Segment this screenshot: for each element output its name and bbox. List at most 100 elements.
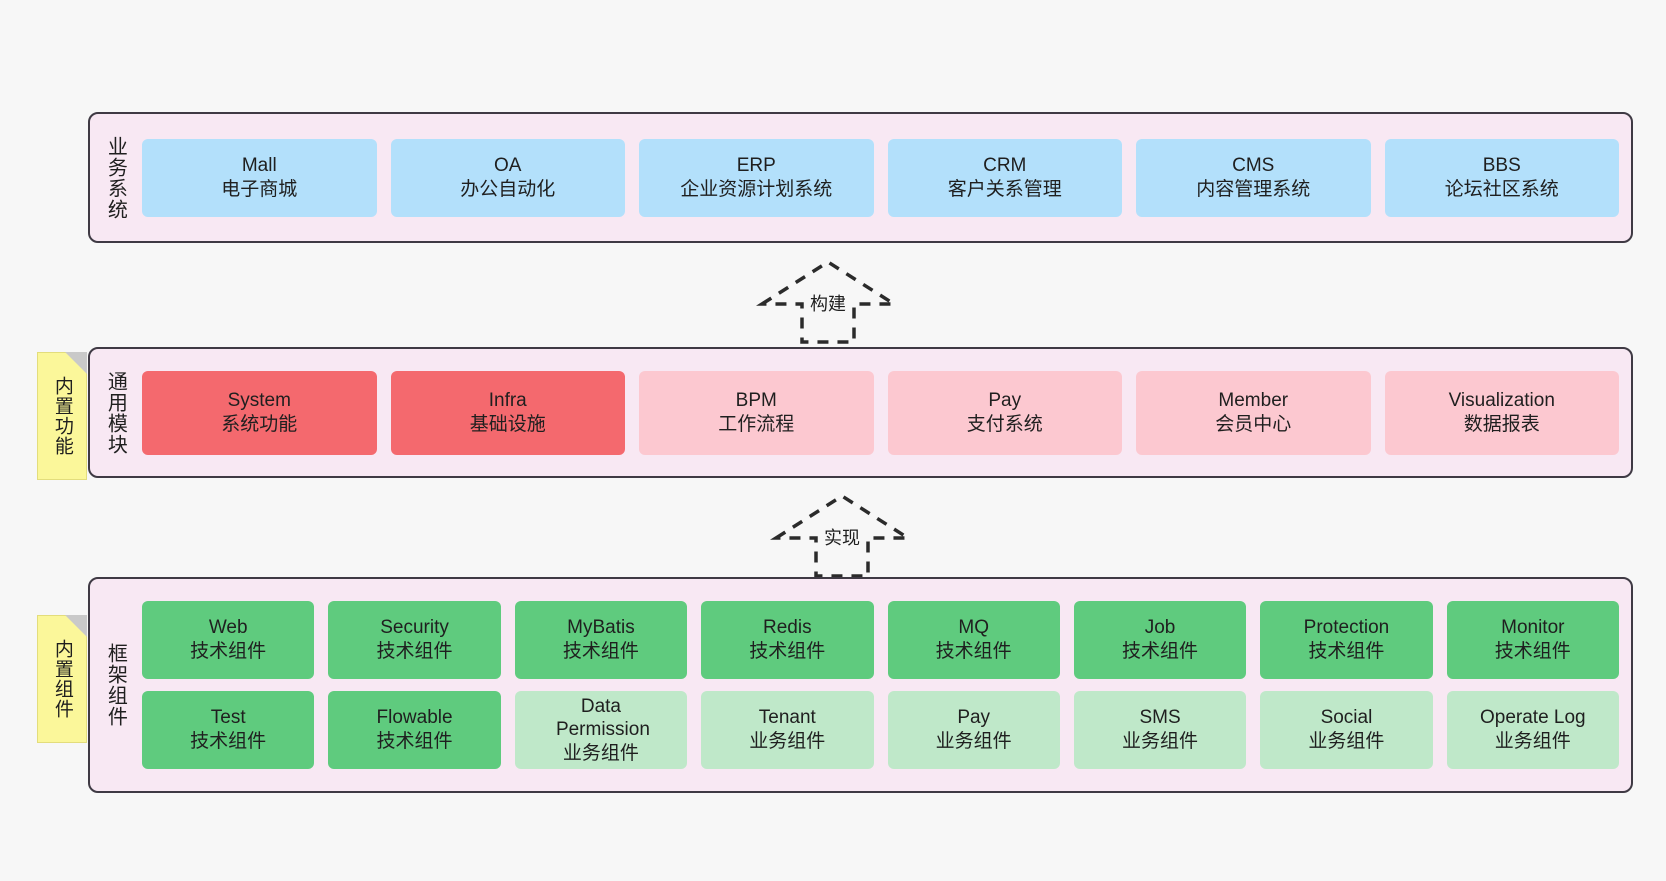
node-cms-en: CMS xyxy=(1232,154,1275,176)
layer-framework-components: 框架组件 Web 技术组件 Security 技术组件 MyBatis 技术组件… xyxy=(88,577,1633,793)
node-web-cn: 技术组件 xyxy=(190,641,267,662)
node-data-permission-en: Data Permission xyxy=(555,695,650,741)
node-redis-cn: 技术组件 xyxy=(749,641,826,662)
layer-title-common: 通用模块 xyxy=(104,370,127,455)
node-mybatis-en: MyBatis xyxy=(567,617,635,639)
node-flowable-cn: 技术组件 xyxy=(376,731,453,752)
node-system-cn: 系统功能 xyxy=(221,413,298,435)
node-bbs-cn: 论坛社区系统 xyxy=(1444,178,1559,200)
sticky-note-builtin-features: 内置功能 xyxy=(37,352,87,480)
node-redis[interactable]: Redis 技术组件 xyxy=(701,601,874,679)
node-security[interactable]: Security 技术组件 xyxy=(328,601,501,679)
layer-common-modules: 通用模块 System 系统功能 Infra 基础设施 BPM 工作流程 Pay… xyxy=(88,347,1633,478)
node-operate-log[interactable]: Operate Log 业务组件 xyxy=(1446,691,1619,769)
node-infra-cn: 基础设施 xyxy=(469,413,546,435)
sticky-note-builtin-components-label: 内置组件 xyxy=(51,639,73,719)
node-monitor[interactable]: Monitor 技术组件 xyxy=(1446,601,1619,679)
node-system-en: System xyxy=(227,389,291,411)
node-erp-cn: 企业资源计划系统 xyxy=(680,178,833,200)
node-visualization-en: Visualization xyxy=(1448,389,1555,411)
node-monitor-en: Monitor xyxy=(1501,617,1565,639)
sticky-note-builtin-features-label: 内置功能 xyxy=(51,376,73,456)
framework-tech-row: Web 技术组件 Security 技术组件 MyBatis 技术组件 Redi… xyxy=(142,601,1619,679)
node-erp-en: ERP xyxy=(736,154,776,176)
layer-body-framework: Web 技术组件 Security 技术组件 MyBatis 技术组件 Redi… xyxy=(140,579,1631,791)
node-crm[interactable]: CRM 客户关系管理 xyxy=(887,138,1122,217)
layer-body-common: System 系统功能 Infra 基础设施 BPM 工作流程 Pay 支付系统… xyxy=(140,349,1631,476)
node-sms-en: SMS xyxy=(1139,707,1181,729)
node-bpm-en: BPM xyxy=(735,389,777,411)
node-flowable[interactable]: Flowable 技术组件 xyxy=(328,691,501,769)
node-member[interactable]: Member 会员中心 xyxy=(1136,370,1371,455)
node-mall-cn: 电子商城 xyxy=(221,178,298,200)
node-tenant-en: Tenant xyxy=(758,707,816,729)
node-job[interactable]: Job 技术组件 xyxy=(1073,601,1247,679)
node-web[interactable]: Web 技术组件 xyxy=(142,601,315,679)
node-mybatis[interactable]: MyBatis 技术组件 xyxy=(514,601,688,679)
node-member-en: Member xyxy=(1218,389,1289,411)
layer-business-systems: 业务系统 Mall 电子商城 OA 办公自动化 ERP 企业资源计划系统 CRM… xyxy=(88,112,1633,243)
node-infra[interactable]: Infra 基础设施 xyxy=(390,370,625,455)
node-test[interactable]: Test 技术组件 xyxy=(142,691,315,769)
node-infra-en: Infra xyxy=(488,389,527,411)
node-data-permission[interactable]: Data Permission 业务组件 xyxy=(514,691,688,769)
node-test-cn: 技术组件 xyxy=(190,731,267,752)
node-social[interactable]: Social 业务组件 xyxy=(1260,691,1433,769)
layer-title-business: 业务系统 xyxy=(104,135,127,220)
node-cms-cn: 内容管理系统 xyxy=(1196,178,1311,200)
node-cms[interactable]: CMS 内容管理系统 xyxy=(1136,138,1371,217)
node-oa[interactable]: OA 办公自动化 xyxy=(390,138,625,217)
node-visualization-cn: 数据报表 xyxy=(1463,413,1540,435)
node-mall[interactable]: Mall 电子商城 xyxy=(142,138,377,217)
node-pay-module-en: Pay xyxy=(988,389,1022,411)
node-sms-cn: 业务组件 xyxy=(1122,731,1199,752)
node-tenant[interactable]: Tenant 业务组件 xyxy=(701,691,874,769)
node-system[interactable]: System 系统功能 xyxy=(142,370,377,455)
node-member-cn: 会员中心 xyxy=(1215,413,1292,435)
node-social-cn: 业务组件 xyxy=(1308,731,1385,752)
node-mall-en: Mall xyxy=(241,154,277,176)
node-protection-en: Protection xyxy=(1303,617,1390,639)
node-bpm-cn: 工作流程 xyxy=(718,413,795,435)
node-crm-cn: 客户关系管理 xyxy=(947,178,1062,200)
node-oa-cn: 办公自动化 xyxy=(460,178,556,200)
node-monitor-cn: 技术组件 xyxy=(1494,641,1571,662)
node-crm-en: CRM xyxy=(983,154,1027,176)
node-operate-log-cn: 业务组件 xyxy=(1494,731,1571,752)
node-pay-component-cn: 业务组件 xyxy=(935,731,1012,752)
connector-build: 构建 xyxy=(755,258,901,346)
node-pay-component-en: Pay xyxy=(957,707,991,729)
node-pay-component[interactable]: Pay 业务组件 xyxy=(887,691,1060,769)
node-social-en: Social xyxy=(1320,707,1373,729)
node-redis-en: Redis xyxy=(763,617,812,639)
layer-body-business: Mall 电子商城 OA 办公自动化 ERP 企业资源计划系统 CRM 客户关系… xyxy=(140,114,1631,241)
node-job-en: Job xyxy=(1144,617,1176,639)
node-bbs[interactable]: BBS 论坛社区系统 xyxy=(1384,138,1619,217)
node-mq[interactable]: MQ 技术组件 xyxy=(887,601,1060,679)
node-protection[interactable]: Protection 技术组件 xyxy=(1260,601,1433,679)
node-tenant-cn: 业务组件 xyxy=(749,731,826,752)
node-mq-en: MQ xyxy=(958,617,989,639)
node-bpm[interactable]: BPM 工作流程 xyxy=(639,370,874,455)
node-pay-module[interactable]: Pay 支付系统 xyxy=(887,370,1122,455)
node-flowable-en: Flowable xyxy=(376,707,453,729)
node-data-permission-cn: 业务组件 xyxy=(562,742,639,764)
node-operate-log-en: Operate Log xyxy=(1479,707,1586,729)
node-test-en: Test xyxy=(210,707,246,729)
node-job-cn: 技术组件 xyxy=(1122,641,1199,662)
connector-implement: 实现 xyxy=(769,492,915,580)
sticky-note-builtin-components: 内置组件 xyxy=(37,615,87,743)
node-bbs-en: BBS xyxy=(1482,154,1521,176)
node-oa-en: OA xyxy=(494,154,522,176)
node-visualization[interactable]: Visualization 数据报表 xyxy=(1384,370,1619,455)
node-mybatis-cn: 技术组件 xyxy=(562,641,639,662)
node-pay-module-cn: 支付系统 xyxy=(966,413,1043,435)
node-web-en: Web xyxy=(208,617,248,639)
connector-build-label: 构建 xyxy=(808,290,848,316)
node-sms[interactable]: SMS 业务组件 xyxy=(1073,691,1247,769)
node-security-en: Security xyxy=(380,617,449,639)
connector-implement-label: 实现 xyxy=(822,524,862,550)
framework-business-row: Test 技术组件 Flowable 技术组件 Data Permission … xyxy=(142,691,1619,769)
node-erp[interactable]: ERP 企业资源计划系统 xyxy=(639,138,874,217)
